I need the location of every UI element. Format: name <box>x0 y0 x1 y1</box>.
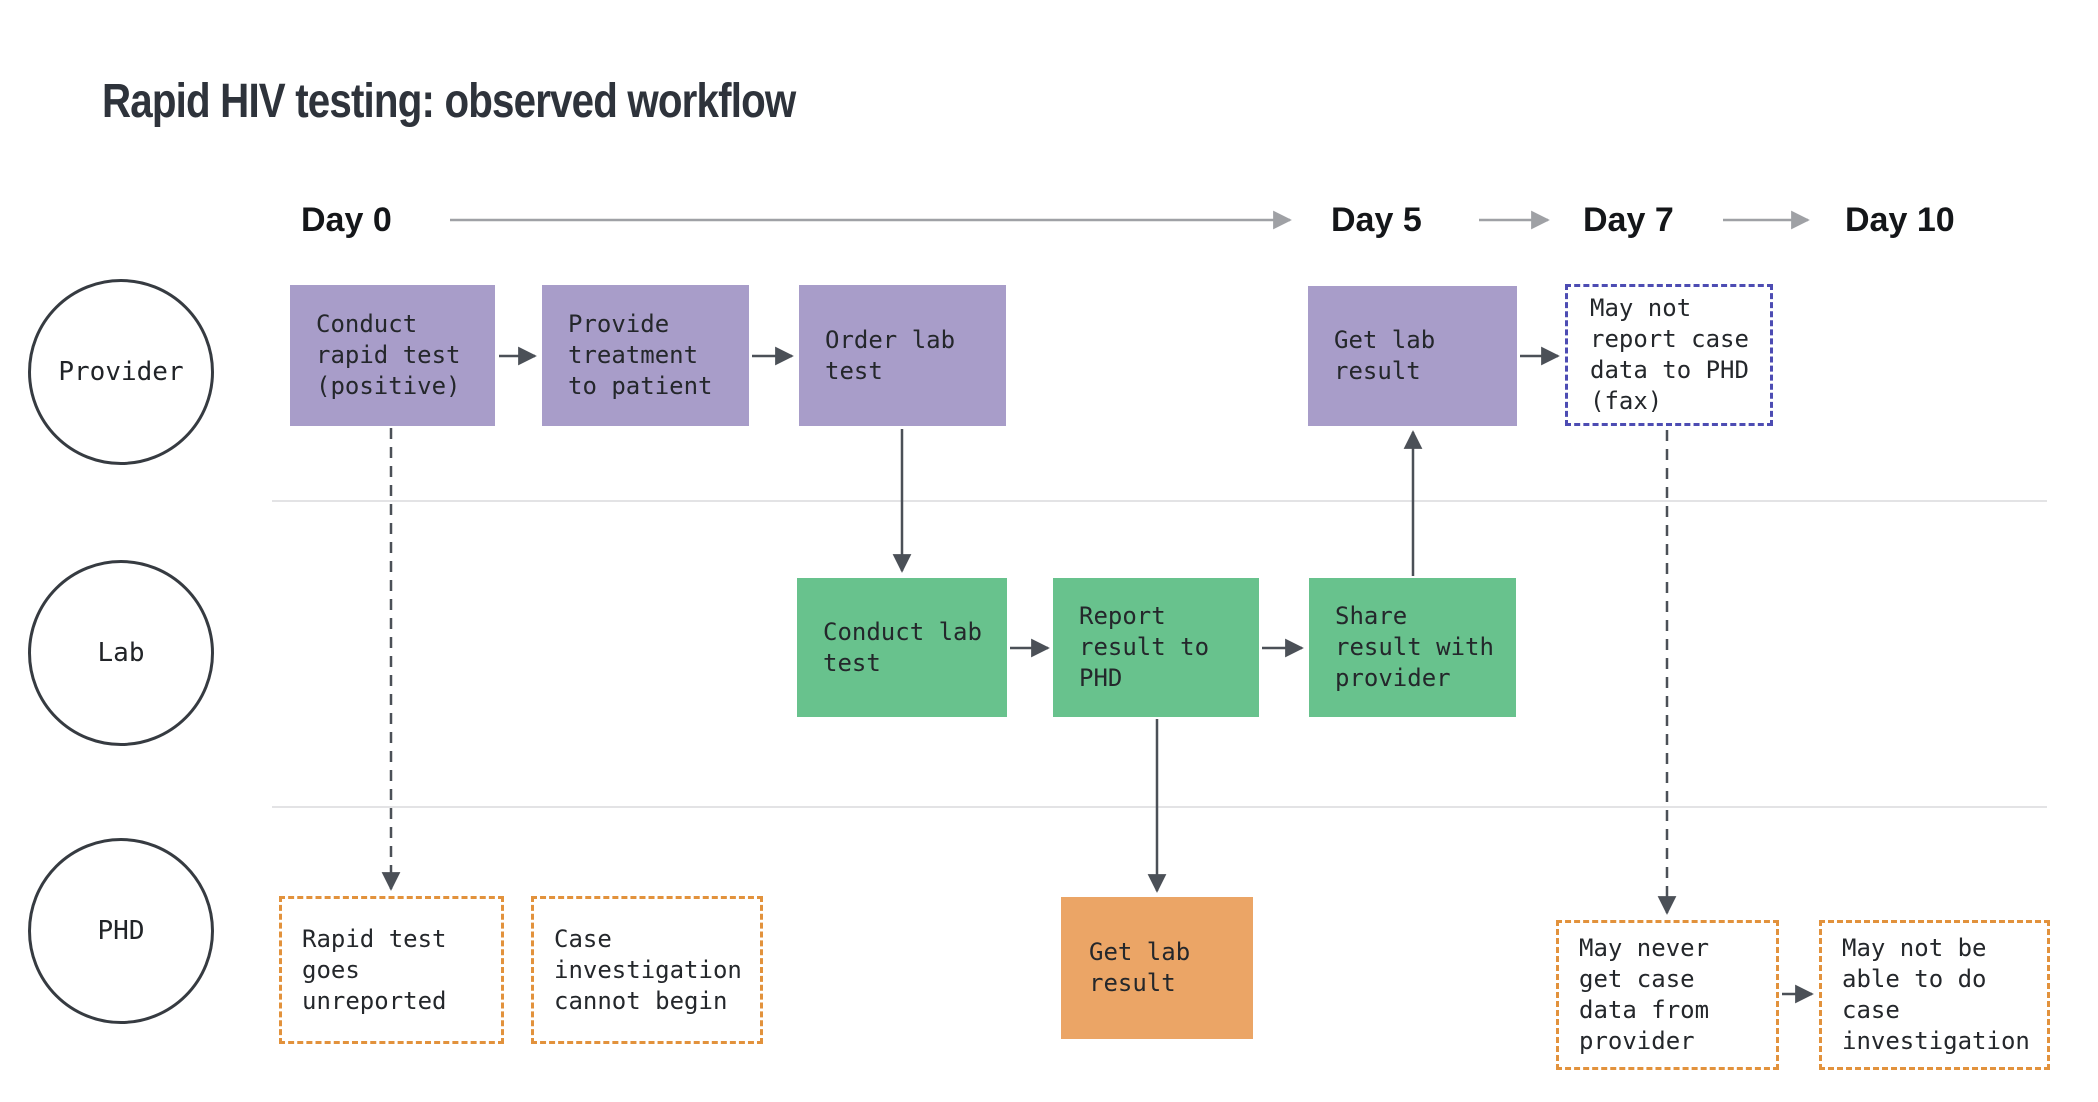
lane-divider-provider-lab <box>272 500 2047 502</box>
node-order-lab-test: Order lab test <box>799 285 1006 426</box>
node-label-provide-treatment: Provide treatment to patient <box>568 310 713 400</box>
node-label-may-never-get-case-data: May never get case data from provider <box>1579 934 1710 1055</box>
node-conduct-lab-test: Conduct lab test <box>797 578 1007 717</box>
node-label-order-lab-test: Order lab test <box>825 325 956 385</box>
timeline-label-day5: Day 5 <box>1331 201 1422 239</box>
node-share-result-with-provider: Share result with provider <box>1309 578 1516 717</box>
node-label-get-lab-result-provider: Get lab result <box>1334 326 1436 385</box>
node-label-get-lab-result-phd: Get lab result <box>1089 938 1191 997</box>
node-label-case-investigation-cannot-begin: Case investigation cannot begin <box>554 924 742 1015</box>
node-label-may-not-be-able-case-investigation: May not be able to do case investigation <box>1842 934 2030 1055</box>
node-get-lab-result-phd: Get lab result <box>1061 897 1253 1039</box>
node-label-conduct-rapid-test: Conduct rapid test (positive) <box>316 310 461 400</box>
node-may-not-be-able-case-investigation: May not be able to do case investigation <box>1819 920 2050 1070</box>
node-get-lab-result-provider: Get lab result <box>1308 286 1517 426</box>
page-title: Rapid HIV testing: observed workflow <box>102 75 796 128</box>
node-provide-treatment: Provide treatment to patient <box>542 285 749 426</box>
node-case-investigation-cannot-begin: Case investigation cannot begin <box>531 896 763 1044</box>
timeline-label-day0: Day 0 <box>301 201 392 239</box>
node-label-share-result-with-provider: Share result with provider <box>1335 602 1494 692</box>
timeline-label-day7: Day 7 <box>1583 201 1674 239</box>
timeline-label-day10: Day 10 <box>1845 201 1955 239</box>
lane-divider-lab-phd <box>272 806 2047 808</box>
node-report-result-to-phd: Report result to PHD <box>1053 578 1259 717</box>
node-label-may-not-report-case-data: May not report case data to PHD (fax) <box>1590 294 1749 415</box>
node-label-rapid-test-goes-unreported: Rapid test goes unreported <box>302 924 447 1015</box>
lane-circle-lab: Lab <box>28 560 214 746</box>
node-rapid-test-goes-unreported: Rapid test goes unreported <box>279 896 504 1044</box>
node-may-not-report-case-data: May not report case data to PHD (fax) <box>1565 284 1773 426</box>
lane-label-provider: Provider <box>58 357 184 387</box>
lane-circle-phd: PHD <box>28 838 214 1024</box>
node-label-report-result-to-phd: Report result to PHD <box>1079 602 1210 692</box>
lane-label-phd: PHD <box>97 916 145 946</box>
node-conduct-rapid-test: Conduct rapid test (positive) <box>290 285 495 426</box>
node-may-never-get-case-data: May never get case data from provider <box>1556 920 1779 1070</box>
node-label-conduct-lab-test: Conduct lab test <box>823 617 982 677</box>
lane-circle-provider: Provider <box>28 279 214 465</box>
lane-label-lab: Lab <box>97 638 145 668</box>
